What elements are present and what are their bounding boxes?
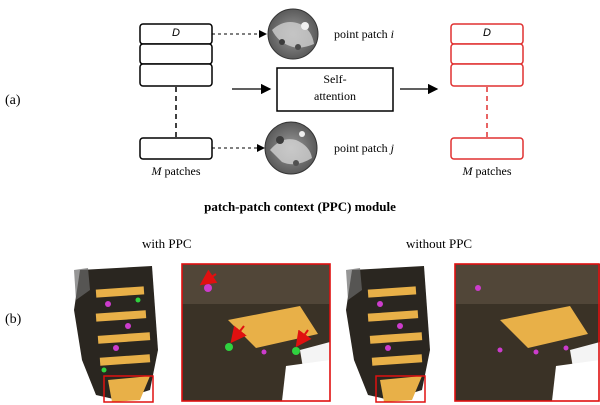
panel-b-label: (b)	[5, 312, 22, 327]
right-token-2	[450, 43, 524, 65]
point-patch-i-image	[267, 8, 319, 60]
point-patch-j-label: point patch j	[334, 141, 394, 156]
comparison-graphics	[74, 263, 600, 403]
with-ppc-zoom	[181, 263, 331, 402]
without-ppc-zoom	[454, 263, 600, 402]
without-ppc-title: without PPC	[406, 236, 473, 251]
point-patch-i-text: point patch	[334, 27, 388, 41]
right-token-d-symbol: D	[483, 27, 491, 39]
point-patch-i-var: i	[390, 27, 394, 41]
point-patch-j-text: point patch	[334, 141, 388, 155]
left-token-2	[139, 43, 213, 65]
right-token-m	[450, 137, 524, 160]
left-patches-word: patches	[164, 164, 201, 178]
self-attention-line2: attention	[314, 89, 356, 103]
left-m-var: M	[151, 164, 162, 178]
left-token-m	[139, 137, 213, 160]
left-token-d-symbol: D	[172, 27, 180, 39]
without-ppc-overview	[346, 266, 430, 403]
with-ppc-overview	[74, 266, 158, 403]
with-ppc-title: with PPC	[142, 236, 192, 251]
ppc-comparison: (b) with PPC without PPC	[0, 230, 600, 405]
self-attention-block	[276, 67, 394, 112]
right-token-stack	[450, 23, 524, 160]
highlight-arrow-1	[199, 269, 218, 286]
left-m-patches-label: M patches	[140, 164, 212, 179]
left-token-stack	[139, 23, 213, 160]
diagram-graphics	[139, 8, 524, 175]
highlight-arrow-2	[230, 325, 247, 344]
self-attention-label: Self- attention	[277, 71, 393, 105]
right-token-3	[450, 63, 524, 87]
panel-a-label: (a)	[5, 93, 21, 108]
right-m-patches-label: M patches	[451, 164, 523, 179]
highlight-arrow-3	[295, 329, 312, 348]
right-patches-word: patches	[475, 164, 512, 178]
self-attention-line1: Self-	[323, 72, 347, 86]
ppc-module-caption: patch-patch context (PPC) module	[204, 199, 396, 214]
ppc-module-diagram: (a)	[5, 8, 524, 214]
point-patch-j-var: j	[390, 141, 394, 155]
point-patch-j-image	[264, 121, 318, 175]
left-token-3	[139, 63, 213, 87]
point-patch-i-label: point patch i	[334, 27, 394, 42]
right-m-var: M	[462, 164, 473, 178]
